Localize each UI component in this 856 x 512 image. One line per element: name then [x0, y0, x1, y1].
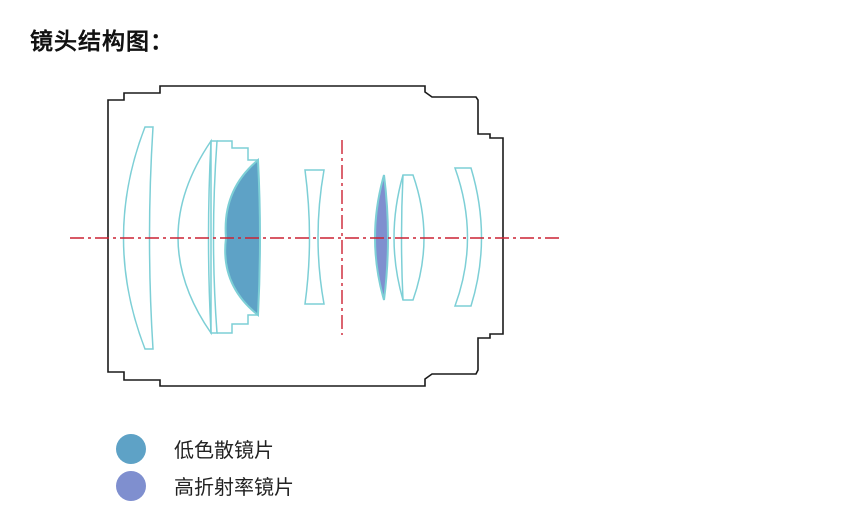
- diagram-title: 镜头结构图：: [30, 29, 174, 55]
- lens-housing: [107, 85, 504, 387]
- lens-element-2: [177, 138, 212, 336]
- legend-item-low-dispersion: 低色散镜片: [116, 430, 294, 467]
- high-refraction-swatch: [116, 470, 146, 501]
- lens-structure-diagram: [70, 85, 562, 387]
- legend: 低色散镜片 高折射率镜片: [116, 430, 294, 504]
- low-dispersion-lens: [224, 157, 261, 317]
- lens-element-7: [393, 174, 425, 301]
- lens-element-5: [304, 169, 325, 305]
- lens-element-3: [207, 140, 218, 334]
- lens-element-1: [122, 126, 154, 350]
- legend-item-high-refraction: 高折射率镜片: [116, 467, 294, 504]
- lens-element-9: [453, 167, 483, 307]
- legend-label: 低色散镜片: [174, 438, 274, 462]
- low-dispersion-swatch: [116, 433, 146, 464]
- legend-label: 高折射率镜片: [174, 475, 294, 499]
